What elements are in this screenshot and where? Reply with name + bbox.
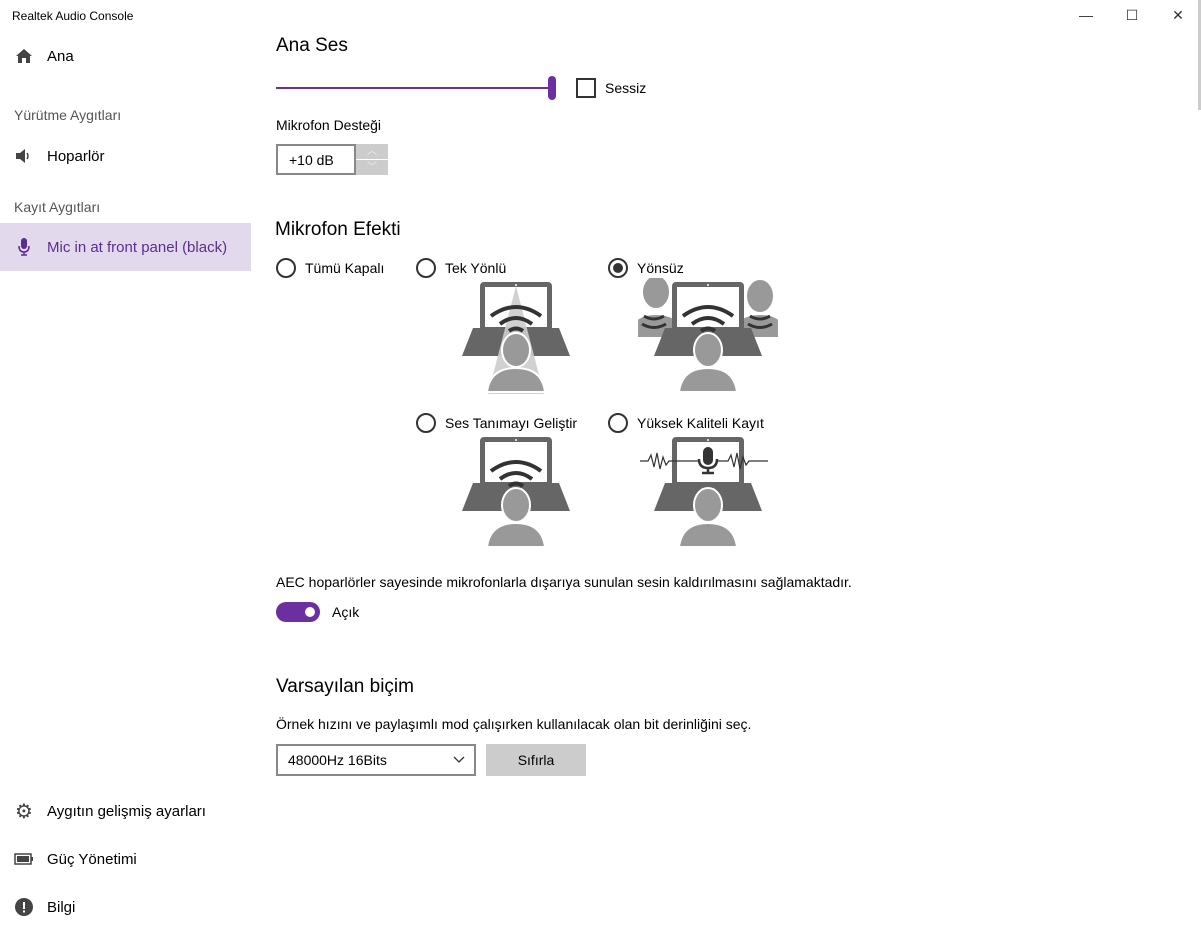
playback-section-label: Yürütme Aygıtları [14, 107, 122, 123]
radio-label: Ses Tanımayı Geliştir [445, 415, 578, 431]
nav-label: Hoparlör [47, 147, 105, 165]
effect-hq-recording-radio[interactable]: Yüksek Kaliteli Kayıt [608, 413, 764, 433]
close-button[interactable]: ✕ [1172, 6, 1184, 23]
boost-label: Mikrofon Desteği [276, 117, 382, 133]
aec-toggle[interactable] [276, 602, 320, 622]
aec-description: AEC hoparlörler sayesinde mikrofonlarla … [276, 574, 852, 590]
radio-label: Tümü Kapalı [305, 260, 385, 276]
gear-icon: ⚙ [15, 800, 33, 823]
battery-icon [14, 853, 34, 865]
directional-illustration [462, 282, 570, 394]
radio-label: Yönsüz [637, 260, 684, 276]
effect-omni-radio[interactable]: Yönsüz [608, 258, 684, 278]
volume-title: Ana Ses [276, 35, 348, 56]
mute-label: Sessiz [605, 80, 647, 96]
effect-all-off-radio[interactable]: Tümü Kapalı [276, 258, 384, 278]
microphone-icon [14, 238, 34, 256]
nav-home[interactable]: Ana [0, 32, 251, 80]
home-icon [14, 48, 34, 64]
sidebar: Ana Yürütme Aygıtları Hoparlör Kayıt Ayg… [0, 30, 251, 930]
format-select[interactable]: 48000Hz 16Bits [276, 744, 476, 776]
nav-speaker[interactable]: Hoparlör [0, 132, 251, 180]
minimize-button[interactable]: — [1079, 7, 1093, 23]
nav-label: Ana [47, 47, 74, 65]
reset-button[interactable]: Sıfırla [486, 744, 586, 776]
nav-info[interactable]: Bilgi [0, 883, 251, 931]
nav-label: Bilgi [47, 898, 76, 916]
format-description: Örnek hızını ve paylaşımlı mod çalışırke… [276, 716, 752, 732]
info-icon [14, 898, 34, 916]
speech-recognition-illustration [462, 437, 570, 548]
hq-recording-illustration [640, 437, 768, 548]
effect-title: Mikrofon Efekti [275, 219, 401, 240]
format-select-value: 48000Hz 16Bits [288, 752, 387, 768]
maximize-button[interactable]: ☐ [1125, 6, 1139, 23]
format-title: Varsayılan biçim [276, 676, 414, 697]
chevron-down-icon [453, 756, 465, 763]
nav-label: Aygıtın gelişmiş ayarları [47, 802, 206, 820]
nav-power[interactable]: Güç Yönetimi [0, 835, 251, 883]
scrollbar[interactable] [1198, 0, 1201, 110]
omni-illustration [638, 278, 778, 393]
radio-label: Yüksek Kaliteli Kayıt [637, 415, 764, 431]
radio-label: Tek Yönlü [445, 260, 507, 276]
record-section-label: Kayıt Aygıtları [14, 199, 101, 215]
slider-thumb[interactable] [548, 76, 556, 100]
mute-checkbox[interactable]: Sessiz [576, 78, 646, 98]
boost-up-button[interactable]: ︿ [356, 144, 388, 159]
volume-slider[interactable] [276, 76, 556, 100]
effect-directional-radio[interactable]: Tek Yönlü [416, 258, 506, 278]
nav-label: Mic in at front panel (black) [47, 238, 228, 256]
effect-speech-recognition-radio[interactable]: Ses Tanımayı Geliştir [416, 413, 577, 433]
boost-down-button[interactable]: ﹀ [356, 160, 388, 175]
nav-advanced-settings[interactable]: ⚙ Aygıtın gelişmiş ayarları [0, 787, 251, 835]
aec-state-label: Açık [332, 604, 360, 620]
window-title: Realtek Audio Console [12, 9, 134, 23]
boost-value-field[interactable]: +10 dB [276, 144, 356, 175]
nav-label: Güç Yönetimi [47, 850, 137, 868]
nav-mic-front-panel[interactable]: Mic in at front panel (black) [0, 223, 251, 271]
speaker-icon [14, 148, 34, 164]
